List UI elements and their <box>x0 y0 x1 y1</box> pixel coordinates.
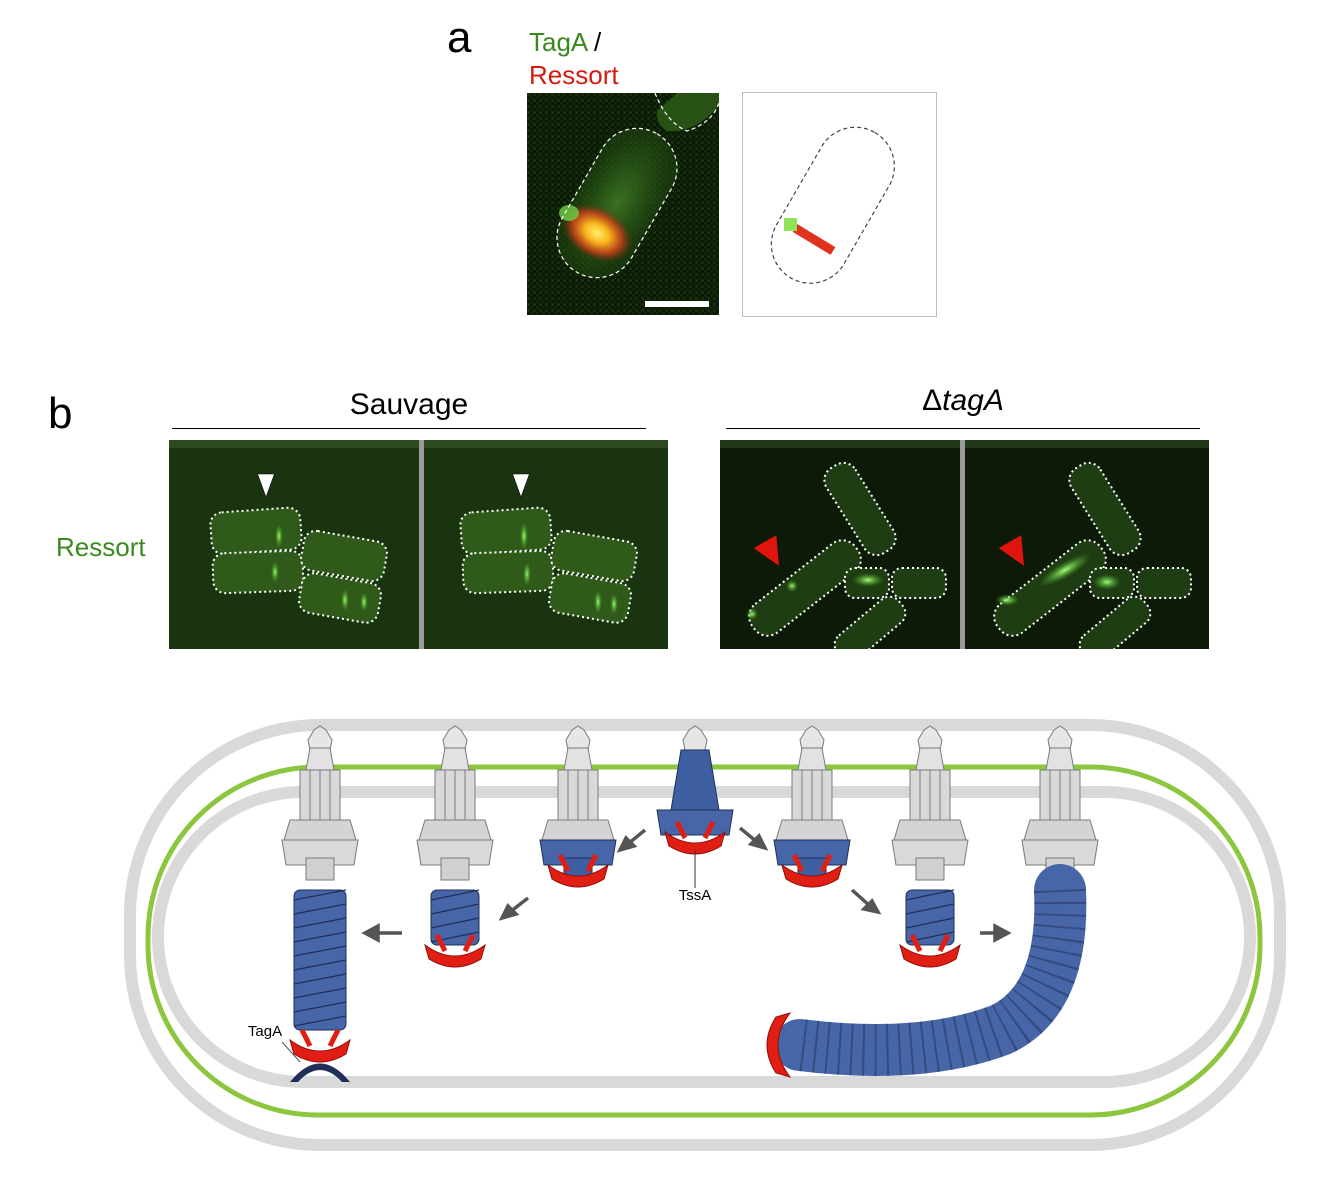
legend-ressort: Ressort <box>529 60 619 90</box>
rule-wildtype <box>172 428 646 429</box>
rule-mutant <box>726 428 1200 429</box>
mutant-gene: tagA <box>942 384 1004 417</box>
curved-sheath <box>774 864 1087 1076</box>
delta-symbol: Δ <box>922 384 943 417</box>
row-label-ressort: Ressort <box>56 532 146 562</box>
panel-a-letter: a <box>447 13 472 62</box>
header-wildtype: Sauvage <box>349 388 469 421</box>
wt-frame-2 <box>424 440 668 649</box>
panel-a-micrograph <box>527 93 719 315</box>
complex-3 <box>539 725 617 887</box>
white-arrowhead-2 <box>512 473 530 498</box>
panel-a-schematic <box>742 92 937 317</box>
complex-6 <box>891 725 969 967</box>
mutant-frames <box>720 440 1209 649</box>
curved-cap <box>766 1012 792 1078</box>
transition-arrows <box>361 826 1012 943</box>
complex-2 <box>416 725 494 967</box>
complex-5 <box>773 725 851 887</box>
red-arrowhead-1 <box>753 535 779 566</box>
taga-cap <box>290 1063 350 1082</box>
mut-frame-2 <box>965 440 1209 649</box>
complex-4 <box>656 725 734 888</box>
white-arrowhead-1 <box>257 473 275 498</box>
legend-taga: TagA <box>529 27 587 57</box>
model-diagram: TssA <box>100 700 1300 1160</box>
wildtype-frames <box>169 440 668 649</box>
complex-7 <box>1021 725 1099 881</box>
sheath-bar <box>792 224 836 255</box>
tssa-label: TssA <box>679 887 712 904</box>
taga-spot <box>784 218 797 231</box>
header-mutant: ΔtagA <box>726 386 1200 416</box>
scale-bar <box>645 301 709 307</box>
wt-frame-1 <box>169 440 419 649</box>
mut-frame-1 <box>720 440 960 649</box>
panel-a-legend: TagA / Ressort <box>529 26 619 92</box>
taga-label: TagA <box>248 1023 282 1040</box>
complex-1 <box>281 725 359 1082</box>
outer-membrane <box>124 719 1286 1151</box>
red-arrowhead-2 <box>998 535 1024 566</box>
legend-separator: / <box>586 27 602 57</box>
panel-b-letter: b <box>48 389 73 438</box>
